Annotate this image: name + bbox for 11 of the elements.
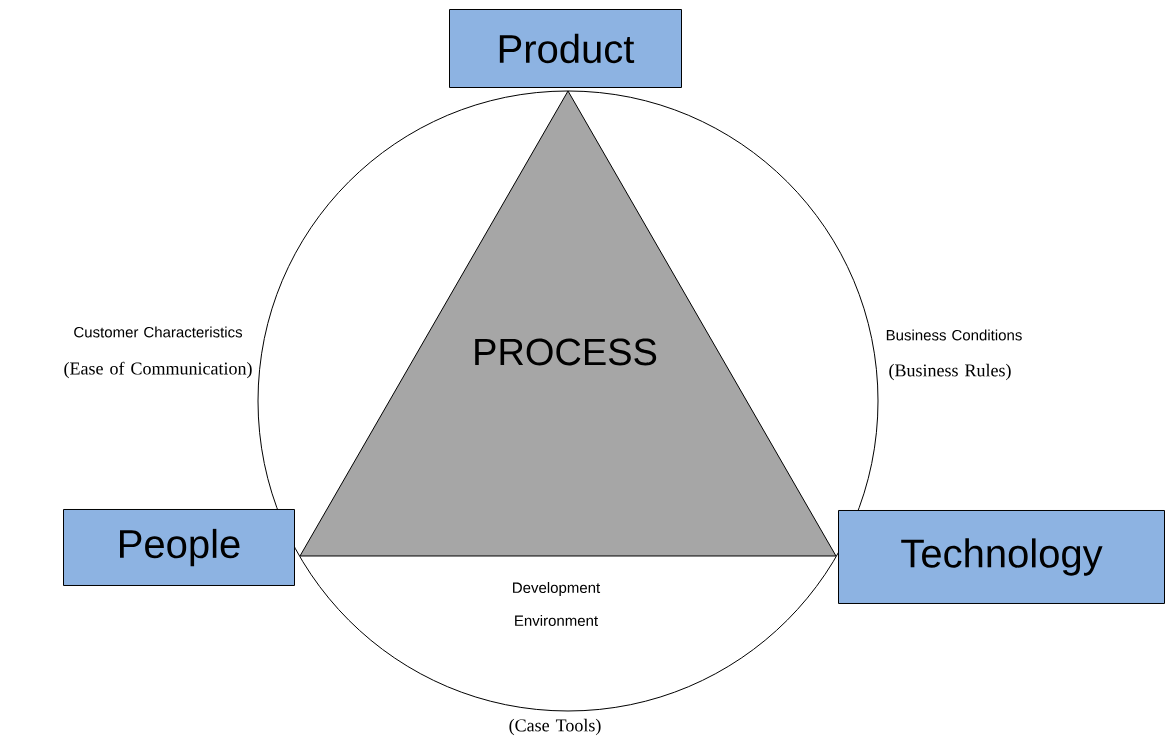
annotation-text: Development Environment (513, 582, 601, 626)
annotation-text: Customer Characteristics (74, 326, 243, 338)
annotation-text: (Ease of Communication) (64, 361, 252, 379)
label-box: People (63, 509, 295, 586)
process-triangle: PROCESS (299, 90, 837, 557)
annotation-text: (Case Tools) (509, 718, 601, 736)
annotation-text: Business Conditions (886, 329, 1022, 341)
circle (257, 90, 879, 712)
label-box: Product (449, 9, 682, 88)
label-box: Technology (838, 510, 1165, 604)
annotation-text: (Business Rules) (889, 363, 1011, 381)
